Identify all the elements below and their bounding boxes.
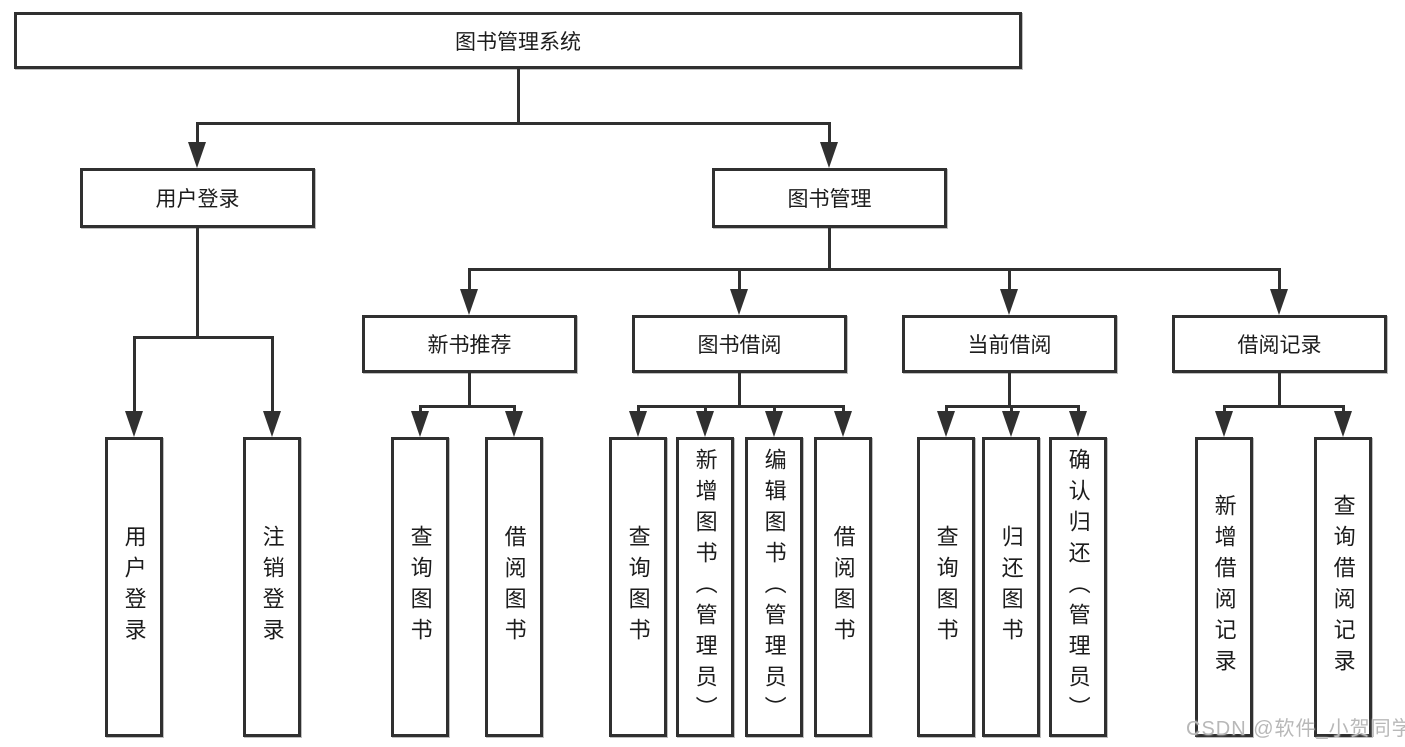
connector-line (828, 228, 831, 271)
connector-line (842, 405, 845, 415)
arrow-down-icon (730, 289, 748, 315)
leaf-user-login: 用户登录 (105, 437, 163, 737)
connector-line (738, 373, 741, 408)
leaf-query-books-current: 查询图书 (917, 437, 975, 737)
connector-line (468, 268, 471, 292)
arrow-down-icon (629, 411, 647, 437)
node-book-management-system: 图书管理系统 (14, 12, 1022, 69)
connector-line (271, 336, 274, 414)
leaf-logout: 注销登录 (243, 437, 301, 737)
arrow-down-icon (765, 411, 783, 437)
connector-line (468, 373, 471, 408)
node-label: 确认归还（管理员） (1065, 447, 1091, 727)
node-label: 新增借阅记录 (1211, 494, 1237, 680)
arrow-down-icon (188, 142, 206, 168)
node-user-login-group: 用户登录 (80, 168, 315, 228)
connector-line (1278, 268, 1281, 292)
node-label: 新书推荐 (427, 334, 512, 357)
node-book-management: 图书管理 (712, 168, 947, 228)
connector-line (513, 405, 516, 415)
leaf-add-books-admin: 新增图书（管理员） (676, 437, 734, 737)
node-label: 图书管理系统 (455, 30, 581, 54)
connector-line (945, 405, 948, 415)
leaf-borrow-books-recommend: 借阅图书 (485, 437, 543, 737)
connector-line (828, 122, 831, 146)
arrow-down-icon (460, 289, 478, 315)
node-label: 注销登录 (259, 525, 285, 649)
node-label: 查询图书 (407, 525, 433, 649)
node-label: 借阅记录 (1237, 334, 1322, 357)
connector-line (196, 228, 199, 339)
arrow-down-icon (1000, 289, 1018, 315)
node-label: 用户登录 (155, 188, 240, 211)
connector-line (517, 69, 520, 125)
leaf-query-borrow-record: 查询借阅记录 (1314, 437, 1372, 737)
arrow-down-icon (820, 142, 838, 168)
arrow-down-icon (505, 411, 523, 437)
connector-line (196, 122, 199, 146)
connector-line (637, 405, 640, 415)
node-label: 用户登录 (121, 525, 147, 649)
arrow-down-icon (696, 411, 714, 437)
arrow-down-icon (1334, 411, 1352, 437)
arrow-down-icon (125, 411, 143, 437)
connector-line (1008, 373, 1011, 408)
arrow-down-icon (834, 411, 852, 437)
leaf-confirm-return-admin: 确认归还（管理员） (1049, 437, 1107, 737)
connector-line (419, 405, 516, 408)
node-label: 新增图书（管理员） (692, 447, 718, 727)
connector-line (1077, 405, 1080, 415)
node-label: 图书管理 (787, 188, 872, 211)
node-label: 当前借阅 (967, 334, 1052, 357)
connector-line (1278, 373, 1281, 408)
leaf-add-borrow-record: 新增借阅记录 (1195, 437, 1253, 737)
node-label: 查询图书 (933, 525, 959, 649)
node-label: 图书借阅 (697, 334, 782, 357)
connector-line (1342, 405, 1345, 415)
arrow-down-icon (1215, 411, 1233, 437)
arrow-down-icon (411, 411, 429, 437)
connector-line (637, 405, 845, 408)
connector-line (773, 405, 776, 415)
connector-line (1223, 405, 1226, 415)
arrow-down-icon (1002, 411, 1020, 437)
node-borrowing-records: 借阅记录 (1172, 315, 1387, 373)
node-label: 查询图书 (625, 525, 651, 649)
connector-line (133, 336, 136, 414)
arrow-down-icon (1069, 411, 1087, 437)
leaf-query-books-recommend: 查询图书 (391, 437, 449, 737)
node-label: 归还图书 (998, 525, 1024, 649)
node-label: 查询借阅记录 (1330, 494, 1356, 680)
connector-line (196, 122, 831, 125)
connector-line (419, 405, 422, 415)
node-label: 借阅图书 (501, 525, 527, 649)
arrow-down-icon (1270, 289, 1288, 315)
connector-line (704, 405, 707, 415)
connector-line (1010, 405, 1013, 415)
connector-line (1008, 268, 1011, 292)
node-book-borrowing: 图书借阅 (632, 315, 847, 373)
node-current-borrowing: 当前借阅 (902, 315, 1117, 373)
connector-line (468, 268, 1281, 271)
node-label: 借阅图书 (830, 525, 856, 649)
leaf-return-books: 归还图书 (982, 437, 1040, 737)
connector-line (1223, 405, 1345, 408)
node-label: 编辑图书（管理员） (761, 447, 787, 727)
leaf-borrow-books: 借阅图书 (814, 437, 872, 737)
csdn-watermark: CSDN @软件_小贺同学 (1186, 718, 1405, 740)
leaf-edit-books-admin: 编辑图书（管理员） (745, 437, 803, 737)
connector-line (133, 336, 274, 339)
connector-line (738, 268, 741, 292)
node-new-book-recommend: 新书推荐 (362, 315, 577, 373)
leaf-query-books-borrow: 查询图书 (609, 437, 667, 737)
arrow-down-icon (263, 411, 281, 437)
arrow-down-icon (937, 411, 955, 437)
